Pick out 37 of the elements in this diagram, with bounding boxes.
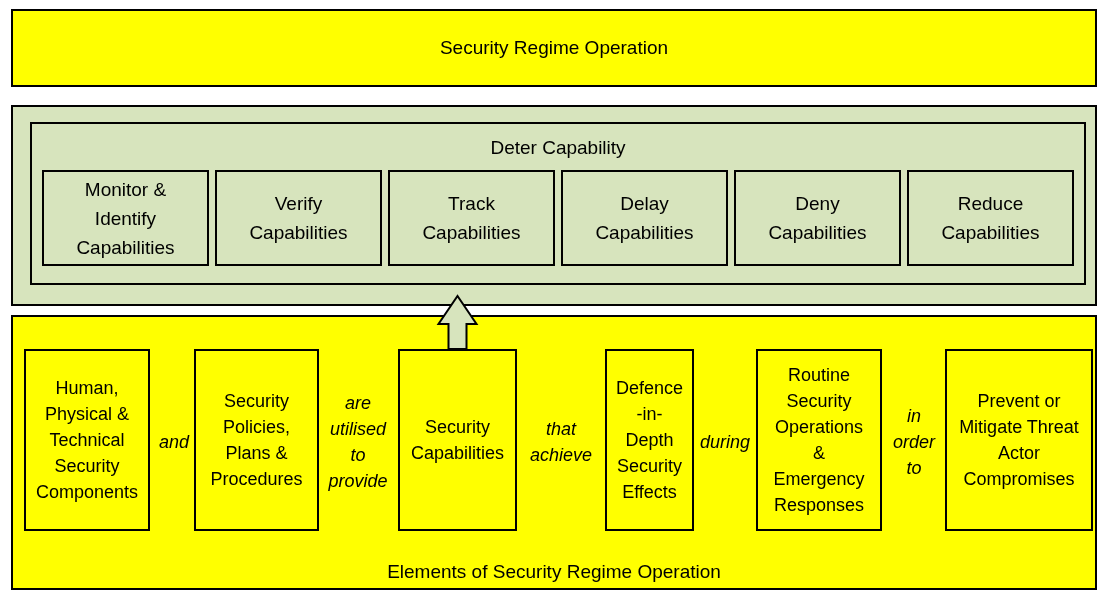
header-band xyxy=(11,9,1097,87)
node-label: Human, Physical & Technical Security Components xyxy=(34,377,140,504)
process-box xyxy=(756,349,882,531)
node-label: Reduce Capabilities xyxy=(940,192,1041,245)
process-box xyxy=(398,349,517,531)
node-label: Defence -in- Depth Security Effects xyxy=(615,377,684,504)
node-label: Delay Capabilities xyxy=(594,192,695,245)
capability-box xyxy=(907,170,1074,266)
node-label: Deny Capabilities xyxy=(767,192,868,245)
process-box xyxy=(605,349,694,531)
capability-box xyxy=(42,170,209,266)
process-box xyxy=(24,349,150,531)
capability-box xyxy=(561,170,728,266)
node-label: Monitor & Identify Capabilities xyxy=(75,177,176,260)
capability-box xyxy=(215,170,382,266)
linking-phrase: in order to xyxy=(892,405,937,480)
capability-box xyxy=(388,170,555,266)
process-box xyxy=(194,349,319,531)
group-panel xyxy=(30,122,1086,285)
block-arrow xyxy=(436,294,479,350)
linking-phrase: and xyxy=(159,431,189,454)
node-label: Prevent or Mitigate Threat Actor Compromises xyxy=(958,390,1080,491)
band-title: Elements of Security Regime Operation xyxy=(387,560,721,584)
elements-band xyxy=(11,315,1097,590)
node-label: Track Capabilities xyxy=(421,192,522,245)
group-title: Deter Capability xyxy=(490,136,626,160)
node-label: Routine Security Operations & Emergency Responses xyxy=(772,364,866,517)
capability-band xyxy=(11,105,1097,306)
capability-box xyxy=(734,170,901,266)
linking-phrase: are utilised to provide xyxy=(327,392,389,493)
node-label: Verify Capabilities xyxy=(248,192,349,245)
node-label: Security Policies, Plans & Procedures xyxy=(209,390,304,491)
band-title: Security Regime Operation xyxy=(439,36,669,60)
node-label: Security Capabilities xyxy=(409,416,506,465)
linking-phrase: during xyxy=(700,431,750,454)
linking-phrase: that achieve xyxy=(528,418,593,467)
process-box xyxy=(945,349,1093,531)
